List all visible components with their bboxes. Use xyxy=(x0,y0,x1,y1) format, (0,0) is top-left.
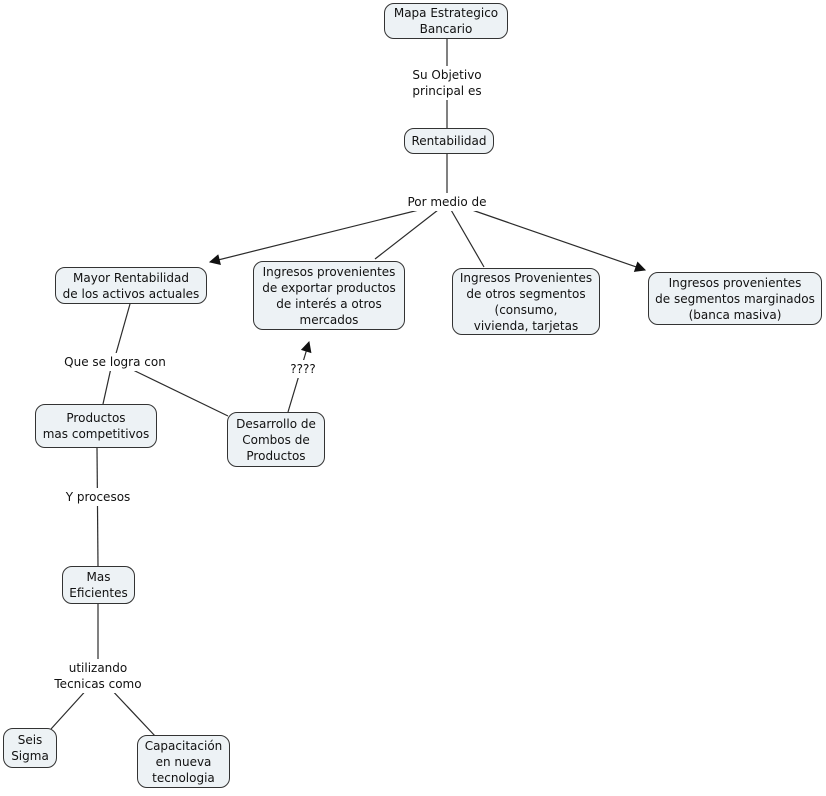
concept-node-rentabilidad[interactable]: Rentabilidad xyxy=(404,128,494,154)
link-label-por-medio-de[interactable]: Por medio de xyxy=(404,193,490,211)
concept-node-desarrollo-combos[interactable]: Desarrollo de Combos de Productos xyxy=(227,412,325,467)
edge-utilizando-to-seissigma xyxy=(50,685,91,730)
link-label-interrogantes[interactable]: ???? xyxy=(286,360,320,378)
link-label-que-se-logra-con[interactable]: Que se logra con xyxy=(63,353,167,371)
concept-node-ingresos-exportar[interactable]: Ingresos provenientes de exportar produc… xyxy=(253,261,405,330)
edge-pormedio-to-ingresos-exportar xyxy=(374,202,448,260)
edge-queselogra-to-productos xyxy=(102,367,112,405)
link-label-su-objetivo[interactable]: Su Objetivo principal es xyxy=(397,66,497,100)
edge-pormedio-to-mayor-rentabilidad xyxy=(208,202,448,265)
concept-node-productos-competitivos[interactable]: Productos mas competitivos xyxy=(35,404,157,448)
concept-node-mapa-estrategico[interactable]: Mapa Estrategico Bancario xyxy=(384,3,508,39)
edge-pormedio-to-ingresos-marginados xyxy=(448,201,647,272)
concept-node-mas-eficientes[interactable]: Mas Eficientes xyxy=(62,566,135,604)
concept-node-ingresos-otros-segmentos[interactable]: Ingresos Provenientes de otros segmentos… xyxy=(452,268,600,335)
edge-queselogra-to-desarrollo xyxy=(132,369,229,417)
edge-pormedio-to-ingresos-otros xyxy=(446,202,485,268)
edge-mayor-to-queselogra xyxy=(114,303,131,358)
link-label-y-procesos[interactable]: Y procesos xyxy=(64,488,132,506)
concept-node-mayor-rentabilidad[interactable]: Mayor Rentabilidad de los activos actual… xyxy=(55,267,207,304)
concept-node-capacitacion[interactable]: Capacitación en nueva tecnologia xyxy=(137,735,230,788)
edge-productos-to-eficientes xyxy=(96,447,99,567)
concept-node-seis-sigma[interactable]: Seis Sigma xyxy=(3,728,57,768)
edge-utilizando-to-capacitacion xyxy=(107,685,157,738)
link-label-utilizando-tecnicas[interactable]: utilizando Tecnicas como xyxy=(52,659,144,693)
concept-node-ingresos-marginados[interactable]: Ingresos provenientes de segmentos margi… xyxy=(648,272,822,325)
